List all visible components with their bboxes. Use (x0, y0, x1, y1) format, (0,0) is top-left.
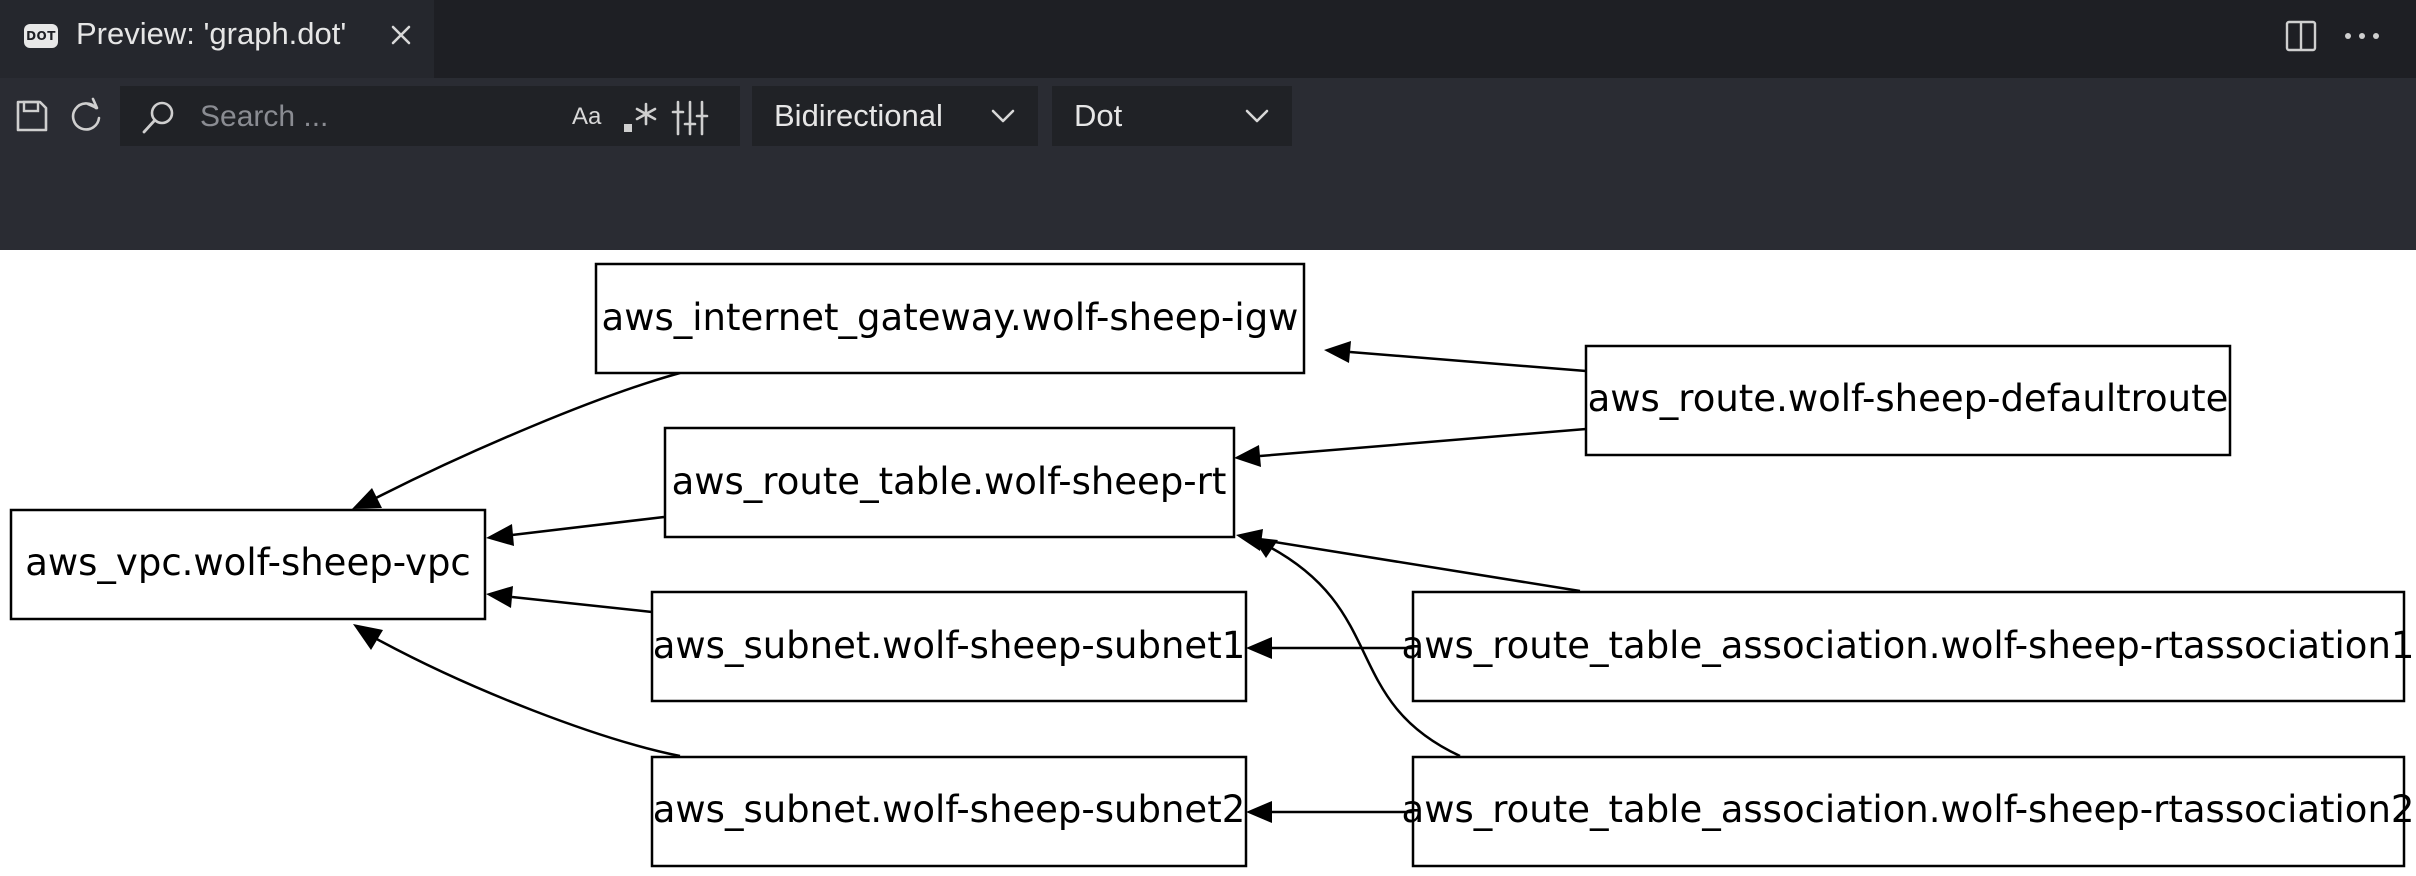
preview-toolbar: Aa Bidirectional Dot (0, 78, 2416, 250)
engine-value: Dot (1074, 98, 1123, 133)
arrowhead-rt-vpc (486, 524, 514, 546)
match-case-toggle[interactable]: Aa (572, 103, 602, 130)
node-rt[interactable]: aws_route_table.wolf-sheep-rt (663, 426, 1236, 539)
chevron-down-icon (1245, 109, 1269, 123)
arrowhead-rtassociation1-rt (1236, 529, 1263, 551)
regex-icon[interactable] (620, 98, 660, 138)
node-label: aws_route_table.wolf-sheep-rt (672, 460, 1227, 503)
layout-engine-dropdown[interactable]: Dot (1052, 86, 1292, 146)
chevron-down-icon (991, 109, 1015, 123)
tab-title: Preview: 'graph.dot' (76, 16, 347, 51)
edge-subnet1-to-vpc (511, 595, 653, 614)
refresh-icon[interactable] (66, 96, 106, 136)
tab-preview-graph-dot[interactable]: DOT Preview: 'graph.dot' (0, 0, 434, 78)
node-subnet2[interactable]: aws_subnet.wolf-sheep-subnet2 (650, 755, 1248, 868)
more-actions-icon[interactable] (2340, 17, 2384, 55)
direction-dropdown[interactable]: Bidirectional (752, 86, 1038, 146)
save-icon[interactable] (14, 96, 50, 136)
edge-subnet2-to-vpc (372, 635, 681, 758)
edge-defaultroute-to-igw (1349, 350, 1587, 373)
graph-svg: aws_internet_gateway.wolf-sheep-igw aws_… (9, 262, 2415, 868)
node-label: aws_internet_gateway.wolf-sheep-igw (602, 296, 1299, 339)
tab-bar: DOT Preview: 'graph.dot' (0, 0, 2416, 78)
node-vpc[interactable]: aws_vpc.wolf-sheep-vpc (9, 508, 487, 621)
node-defaultroute[interactable]: aws_route.wolf-sheep-defaultroute (1584, 344, 2232, 457)
arrowhead-defaultroute-rt (1234, 445, 1261, 467)
node-label: aws_subnet.wolf-sheep-subnet2 (653, 788, 1246, 831)
arrowhead-rtassociation2-subnet2 (1246, 801, 1272, 823)
node-label: aws_vpc.wolf-sheep-vpc (25, 541, 471, 584)
close-icon[interactable] (384, 18, 418, 52)
search-box: Aa (120, 86, 740, 146)
arrowhead-defaultroute-igw (1324, 341, 1351, 363)
edge-igw-to-vpc (369, 371, 681, 503)
node-label: aws_subnet.wolf-sheep-subnet1 (653, 624, 1246, 667)
filter-settings-icon[interactable] (670, 98, 710, 138)
direction-value: Bidirectional (774, 98, 943, 133)
dot-file-icon: DOT (24, 24, 58, 48)
node-label: aws_route.wolf-sheep-defaultroute (1588, 377, 2229, 420)
edge-rtassociation1-to-rt (1261, 538, 1581, 593)
edge-rt-to-vpc (511, 515, 665, 537)
node-rtassociation2[interactable]: aws_route_table_association.wolf-sheep-r… (1402, 755, 2415, 868)
edge-defaultroute-to-rt (1259, 427, 1587, 458)
edge-rtassociation2-to-rt (1265, 543, 1461, 758)
arrowhead-igw-vpc (352, 488, 382, 509)
node-label: aws_route_table_association.wolf-sheep-r… (1402, 624, 2415, 667)
search-icon (142, 101, 174, 134)
graph-canvas: aws_internet_gateway.wolf-sheep-igw aws_… (0, 250, 2416, 876)
node-label: aws_route_table_association.wolf-sheep-r… (1402, 788, 2415, 831)
arrowhead-rtassociation1-subnet1 (1246, 637, 1272, 659)
search-input[interactable] (198, 94, 562, 140)
node-subnet1[interactable]: aws_subnet.wolf-sheep-subnet1 (650, 590, 1248, 703)
split-editor-icon[interactable] (2282, 17, 2320, 55)
node-igw[interactable]: aws_internet_gateway.wolf-sheep-igw (594, 262, 1306, 375)
node-rtassociation1[interactable]: aws_route_table_association.wolf-sheep-r… (1402, 590, 2415, 703)
arrowhead-rtassociation2-rt (1252, 537, 1278, 558)
arrowhead-subnet1-vpc (486, 586, 513, 608)
arrowhead-subnet2-vpc (353, 624, 383, 650)
